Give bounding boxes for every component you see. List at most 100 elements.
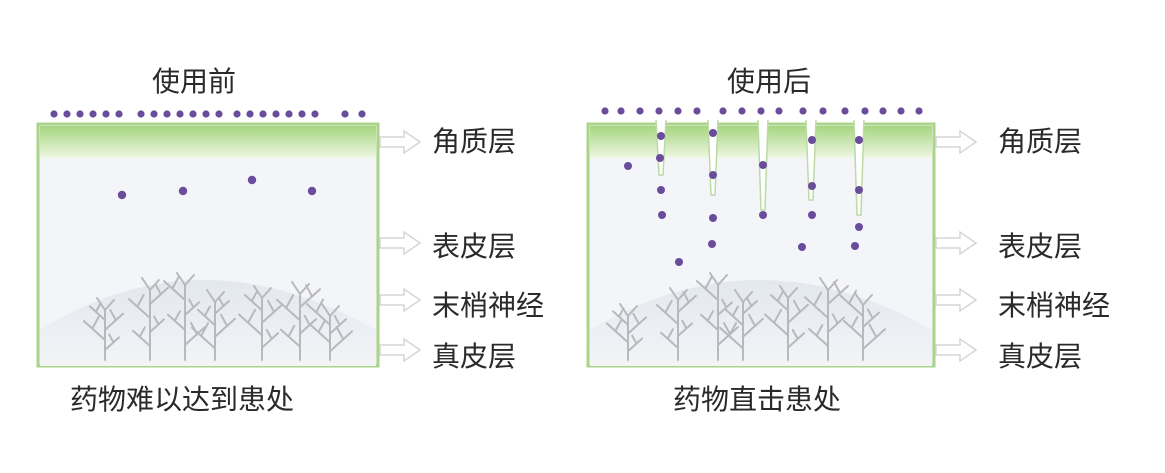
drug-dot bbox=[897, 107, 905, 115]
nerve-branch bbox=[83, 297, 124, 361]
drug-dot bbox=[202, 110, 210, 118]
drug-dot bbox=[311, 110, 319, 118]
drug-dot bbox=[624, 162, 632, 170]
drug-dot bbox=[178, 186, 188, 196]
label-nerve-ending: 末梢神经 bbox=[432, 289, 545, 322]
nerve-branch bbox=[128, 277, 169, 361]
drug-dot bbox=[76, 110, 84, 118]
drug-dot bbox=[137, 110, 145, 118]
drug-dot bbox=[233, 110, 241, 118]
arrow-icon bbox=[935, 129, 978, 155]
drug-dot bbox=[176, 110, 184, 118]
drug-dot bbox=[851, 242, 859, 250]
drug-dot bbox=[298, 110, 306, 118]
drug-dot bbox=[709, 214, 717, 222]
drug-dot bbox=[674, 107, 682, 115]
penetrating-drug-dots bbox=[624, 129, 863, 266]
arrow-icon bbox=[935, 337, 978, 363]
drug-dot bbox=[63, 110, 71, 118]
nerve-endings bbox=[83, 272, 353, 361]
drug-dot bbox=[655, 107, 663, 115]
stratum-corneum-band bbox=[40, 126, 376, 158]
nerve-branch bbox=[606, 303, 647, 361]
surface-drug-dots bbox=[601, 107, 923, 115]
before-panel: 使用前 角质层 表皮层 末梢神经 真皮层 药物难以达到患处 bbox=[0, 0, 582, 473]
drug-dot bbox=[117, 190, 127, 200]
nerve-branch bbox=[719, 289, 764, 361]
label-stratum-corneum: 角质层 bbox=[998, 125, 1083, 158]
before-title: 使用前 bbox=[152, 65, 237, 98]
drug-dot bbox=[808, 182, 816, 190]
drug-dot bbox=[658, 211, 666, 219]
drug-dot bbox=[915, 107, 923, 115]
drug-dot bbox=[215, 110, 223, 118]
drug-dot bbox=[675, 258, 683, 266]
after-title: 使用后 bbox=[727, 65, 812, 98]
drug-dot bbox=[259, 110, 267, 118]
drug-dot bbox=[808, 211, 816, 219]
before-caption: 药物难以达到患处 bbox=[70, 383, 295, 416]
drug-dot bbox=[246, 110, 254, 118]
drug-dot bbox=[115, 110, 123, 118]
after-caption: 药物直击患处 bbox=[673, 383, 842, 416]
drug-dot bbox=[341, 110, 349, 118]
nerve-branch bbox=[839, 289, 886, 361]
after-skin-diagram bbox=[586, 107, 978, 368]
label-epidermis: 表皮层 bbox=[432, 230, 517, 263]
drug-dot bbox=[272, 110, 280, 118]
nerve-branch bbox=[764, 285, 809, 361]
label-nerve-ending: 末梢神经 bbox=[998, 289, 1111, 322]
drug-dot bbox=[855, 136, 863, 144]
after-panel: 使用后 角质层 表皮层 末梢神经 真皮层 药物直击患处 bbox=[583, 0, 1165, 473]
drug-dot bbox=[855, 223, 863, 231]
drug-dot bbox=[808, 136, 816, 144]
nerve-branch bbox=[306, 298, 353, 361]
arrow-icon bbox=[935, 287, 978, 313]
drug-dot bbox=[50, 110, 58, 118]
drug-dot bbox=[759, 161, 767, 169]
drug-dot bbox=[841, 107, 849, 115]
drug-dot bbox=[285, 110, 293, 118]
drug-dot bbox=[799, 107, 807, 115]
drug-dot bbox=[855, 186, 863, 194]
label-dermis: 真皮层 bbox=[998, 340, 1083, 373]
label-epidermis: 表皮层 bbox=[998, 230, 1083, 263]
layer-arrows bbox=[379, 129, 422, 363]
nerve-branch bbox=[656, 287, 697, 361]
drug-dot bbox=[163, 110, 171, 118]
nerve-branch bbox=[804, 277, 849, 361]
drug-dot bbox=[89, 110, 97, 118]
drug-dot bbox=[757, 107, 765, 115]
drug-dot bbox=[861, 107, 869, 115]
arrow-icon bbox=[379, 337, 422, 363]
drug-dot bbox=[798, 243, 806, 251]
drug-dot bbox=[879, 107, 887, 115]
arrow-icon bbox=[935, 230, 978, 256]
drug-dot bbox=[693, 107, 701, 115]
label-stratum-corneum: 角质层 bbox=[432, 125, 517, 158]
drug-dot bbox=[709, 171, 717, 179]
arrow-icon bbox=[379, 230, 422, 256]
drug-dot bbox=[358, 110, 366, 118]
drug-dot bbox=[247, 175, 257, 185]
drug-dot bbox=[759, 211, 767, 219]
arrow-icon bbox=[379, 287, 422, 313]
drug-dot bbox=[307, 186, 317, 196]
drug-dot bbox=[775, 107, 783, 115]
drug-dot bbox=[708, 240, 716, 248]
drug-dot bbox=[150, 110, 158, 118]
nerve-endings bbox=[606, 272, 886, 361]
drug-dot bbox=[719, 107, 727, 115]
drug-dot bbox=[636, 107, 644, 115]
surface-drug-dots bbox=[50, 110, 366, 118]
nerve-branch bbox=[191, 289, 236, 361]
drug-dot bbox=[657, 186, 665, 194]
drug-dot bbox=[617, 107, 625, 115]
drug-dot bbox=[709, 129, 717, 137]
drug-dot bbox=[819, 107, 827, 115]
drug-dot bbox=[657, 132, 665, 140]
drug-dot bbox=[656, 154, 664, 162]
arrow-icon bbox=[379, 129, 422, 155]
before-skin-diagram bbox=[36, 110, 422, 368]
layer-arrows bbox=[935, 129, 978, 363]
